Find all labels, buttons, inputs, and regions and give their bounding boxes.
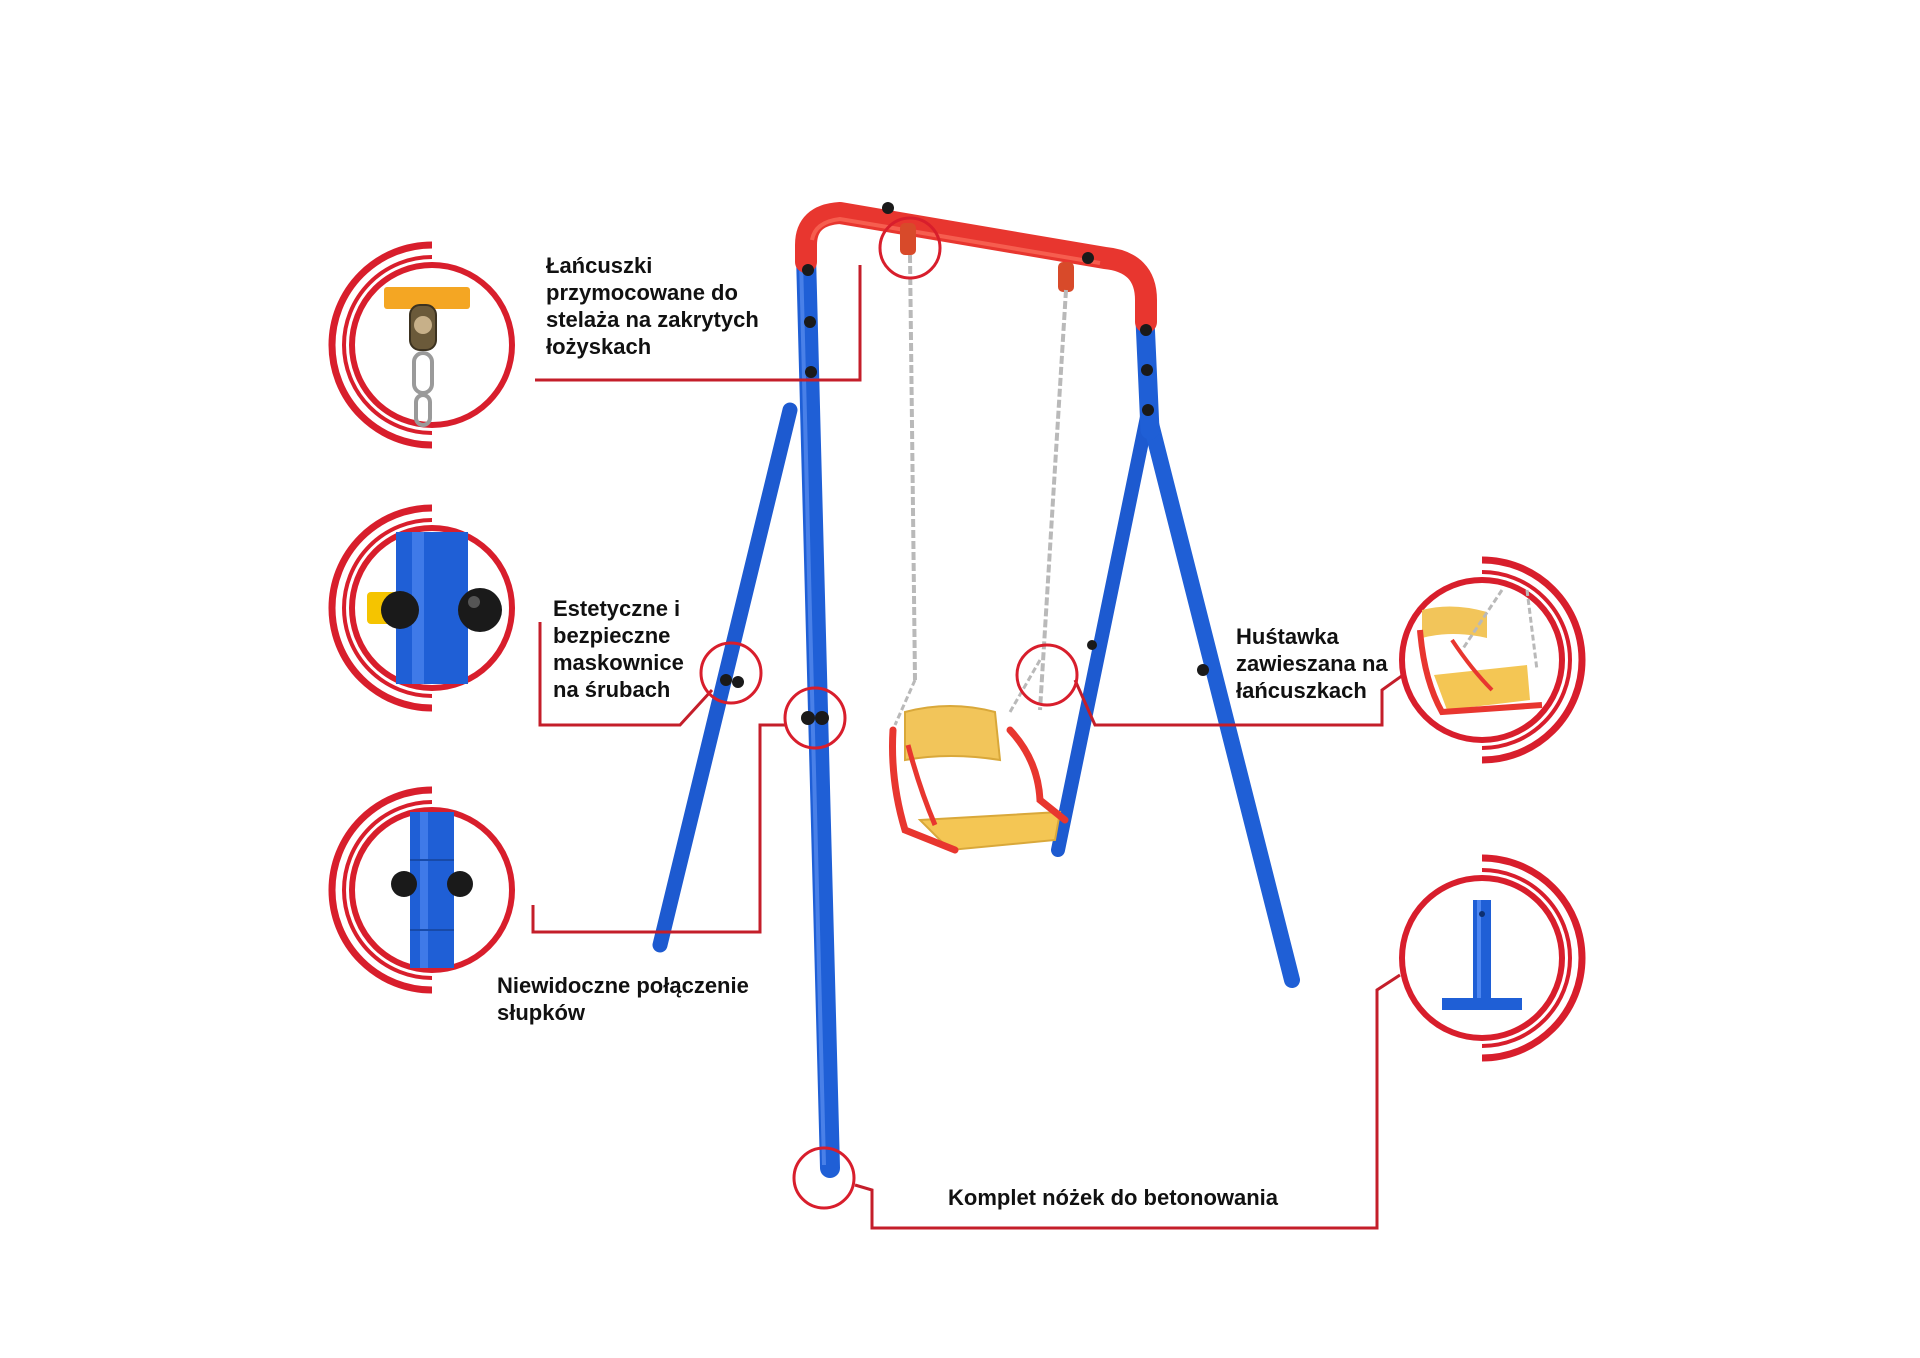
frame-callout-markers — [699, 216, 1079, 1210]
label-bearings-line-3: stelaża na zakrytych — [546, 307, 759, 332]
leader-bolt-covers — [538, 622, 714, 727]
concrete-foot-anchor-icon — [1442, 900, 1522, 1010]
label-bearings-line-1: Łańcuszki — [546, 253, 653, 278]
label-concrete-feet: Komplet nóżek do betonowania — [948, 1184, 1278, 1211]
swing-seat-assembly — [889, 254, 1069, 854]
right-rear-leg — [1140, 404, 1300, 988]
label-bolt-covers-line-1: Estetyczne i — [553, 596, 681, 621]
marker-foot — [792, 1146, 856, 1210]
label-bolt-covers-line-3: maskownice — [553, 650, 684, 675]
leader-concrete-feet — [854, 973, 1401, 1230]
label-chain-seat-line-1: Huśtawka — [1236, 624, 1339, 649]
right-front-leg — [1051, 405, 1155, 857]
label-bearings-line-4: łożyskach — [546, 334, 652, 359]
marker-bolt-cover — [699, 641, 763, 705]
marker-bearing — [878, 216, 942, 280]
bolt-cover-caps-icon — [367, 532, 502, 684]
bearing-chain-hanger-icon — [384, 287, 470, 427]
detail-chain-seat — [1399, 556, 1586, 764]
chain-hung-seat-icon — [1417, 589, 1543, 716]
label-pole-joint-line-1: Niewidoczne połączenie — [497, 973, 749, 998]
label-chain-seat-line-2: zawieszana na — [1236, 651, 1388, 676]
leader-pole-joint — [531, 723, 785, 934]
label-bearings: Łańcuszki przymocowane do stelaża na zak… — [546, 252, 759, 360]
detail-bolt-covers — [328, 504, 515, 712]
swing-frame — [652, 202, 1300, 1178]
label-pole-joint: Niewidoczne połączenie słupków — [497, 972, 749, 1026]
seat-back — [904, 705, 1002, 762]
leader-chain-seat — [1073, 668, 1411, 727]
label-pole-joint-line-2: słupków — [497, 1000, 586, 1025]
detail-concrete-feet — [1399, 854, 1586, 1062]
detail-pole-joint — [328, 786, 515, 994]
label-bolt-covers: Estetyczne i bezpieczne maskownice na śr… — [553, 595, 684, 703]
leader-lines — [531, 265, 1411, 1230]
marker-pole-joint — [783, 686, 847, 750]
label-bolt-covers-line-2: bezpieczne — [553, 623, 671, 648]
leader-bearings — [535, 265, 862, 382]
label-bolt-covers-line-4: na śrubach — [553, 677, 671, 702]
detail-bearings — [328, 241, 515, 449]
hidden-pole-joint-icon — [391, 812, 473, 968]
top-beam — [795, 202, 1157, 333]
label-chain-seat: Huśtawka zawieszana na łańcuszkach — [1236, 623, 1388, 704]
left-front-post — [796, 245, 840, 1178]
right-chain — [1038, 289, 1068, 711]
seat-base — [917, 810, 1062, 852]
marker-chain-seat — [1015, 643, 1079, 707]
bolt-caps — [720, 202, 1209, 725]
label-concrete-feet-text: Komplet nóżek do betonowania — [948, 1185, 1279, 1210]
label-bearings-line-2: przymocowane do — [546, 280, 738, 305]
label-chain-seat-line-3: łańcuszkach — [1236, 678, 1367, 703]
left-chain — [908, 254, 917, 681]
